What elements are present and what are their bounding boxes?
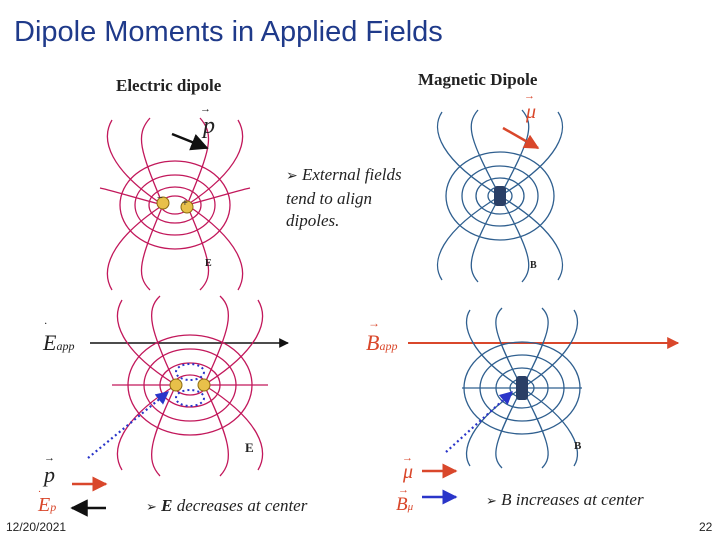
electric-field-label-top: E	[205, 258, 212, 269]
electric-bottom-note-bullet: ➢	[146, 499, 157, 514]
magnetic-bottom-note-bullet: ➢	[486, 493, 497, 508]
applied-e-label-main: E	[43, 330, 57, 355]
magnetic-moment-arrow	[502, 126, 540, 150]
applied-e-label-sub: app	[56, 339, 75, 353]
electric-bottom-note: ➢ E decreases at center	[146, 496, 307, 516]
electric-center-dotted-field	[175, 363, 205, 407]
magnetic-field-label-top: B	[530, 260, 537, 271]
bottom-ep-label: Ep	[38, 494, 56, 517]
mu-vector-arrow-glyph: →	[524, 90, 535, 102]
magnetic-aligned-field-lines	[462, 307, 582, 469]
applied-b-label-main: B	[366, 330, 380, 355]
slide-page-number: 22	[699, 520, 713, 534]
magnetic-bottom-note-text: B increases at center	[501, 490, 644, 509]
applied-e-label: Eapp	[43, 330, 74, 356]
center-note: ➢ External fields tend to align dipoles.	[286, 164, 416, 232]
bottom-ep-dot-glyph: ·	[38, 486, 41, 498]
bottom-bmu-label-main: B	[396, 494, 408, 515]
bottom-bmu-label: Bμ	[396, 494, 413, 516]
electric-dipole-heading: Electric dipole	[116, 76, 222, 95]
p-vector-arrow-glyph: →	[200, 103, 211, 115]
bottom-ep-label-sub: p	[50, 500, 57, 514]
bottom-ep-label-main: E	[38, 494, 51, 516]
electric-dipole-charges	[156, 196, 194, 214]
minus-charge-sign: −	[157, 193, 163, 204]
electric-aligned-charges	[169, 378, 211, 392]
magnetic-bottom-note: ➢ B increases at center	[486, 490, 644, 510]
magnetic-aligned-loop	[516, 376, 528, 400]
bottom-mu-arrow-glyph: →	[402, 452, 413, 464]
applied-b-label: Bapp	[366, 330, 397, 356]
slide-date: 12/20/2021	[6, 520, 67, 534]
bottom-p-arrow-glyph: →	[44, 452, 55, 464]
bottom-bmu-label-sub: μ	[407, 501, 414, 513]
electric-moment-arrow	[171, 132, 209, 151]
electric-pointer-arrow	[87, 391, 170, 459]
bottom-p-label: p	[44, 462, 55, 487]
applied-b-label-sub: app	[379, 339, 398, 353]
b-app-arrow-glyph: →	[368, 316, 380, 330]
magnetic-field-label-bottom: B	[574, 440, 582, 452]
note-text: External fields tend to align dipoles.	[286, 165, 402, 230]
electric-field-label-bottom: E	[245, 440, 254, 455]
magnetic-moment-label: μ	[526, 101, 537, 123]
magnetic-dipole-loop	[494, 186, 506, 206]
electric-bottom-note-text: decreases at center	[176, 496, 308, 515]
magnetic-dipole-heading: Magnetic Dipole	[418, 70, 538, 89]
bottom-bmu-arrow-glyph: →	[398, 484, 409, 496]
electric-moment-label: p	[203, 113, 215, 139]
electric-bottom-note-bold: E	[161, 496, 173, 515]
plus-charge-sign: +	[182, 198, 188, 209]
magnetic-pointer-arrow	[445, 391, 513, 453]
bottom-mu-label: μ	[403, 461, 414, 483]
slide-title: Dipole Moments in Applied Fields	[14, 16, 443, 48]
e-app-dot-glyph: ·	[44, 316, 47, 330]
electric-dipole-field-lines	[99, 117, 251, 291]
note-bullet: ➢	[286, 169, 298, 184]
